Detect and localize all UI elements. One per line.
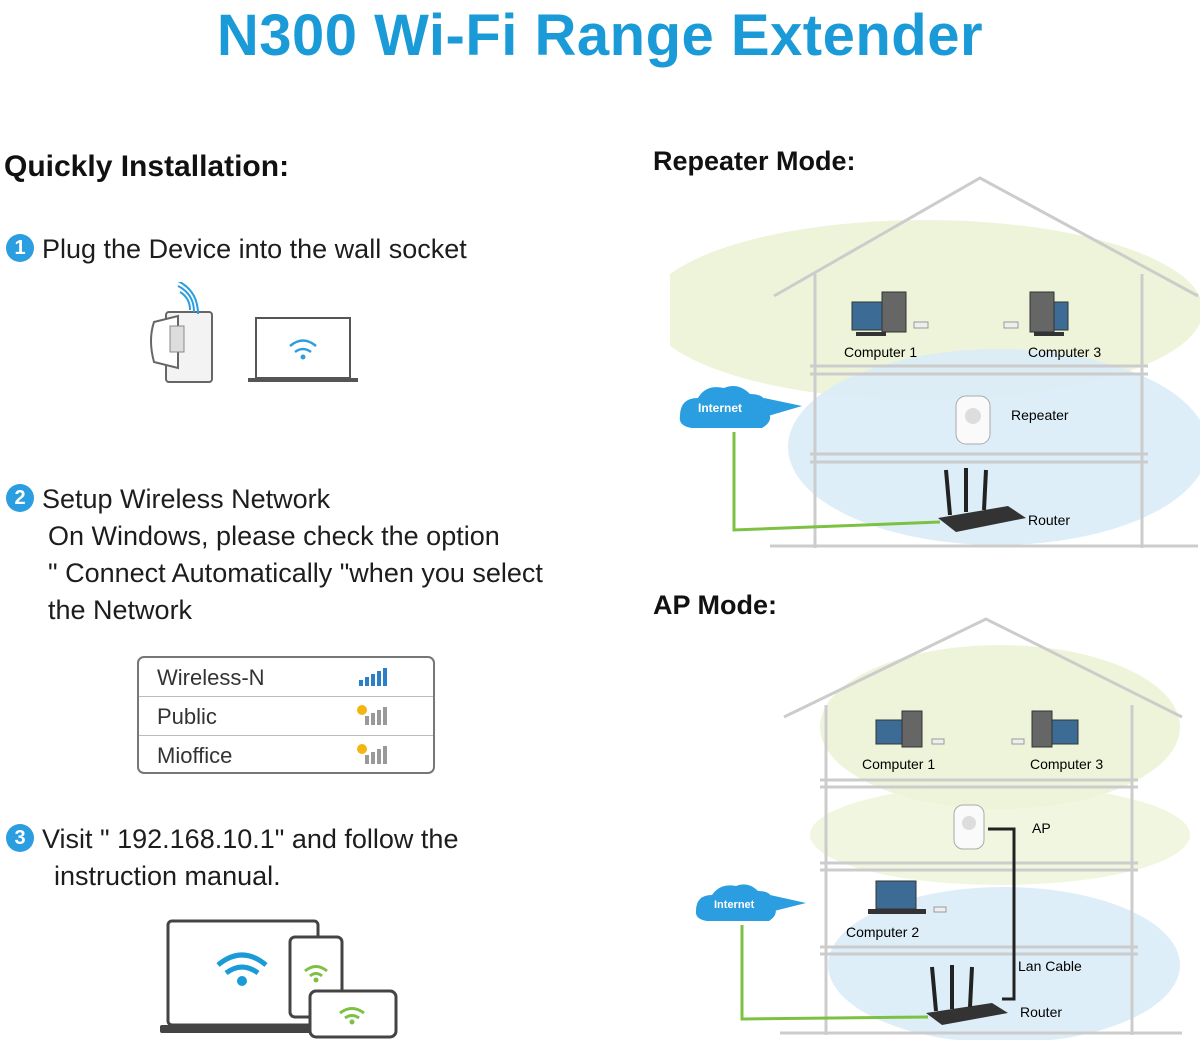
- computer-icon: [1011, 710, 1079, 748]
- internet-cable: [740, 925, 929, 1021]
- ap-label: AP: [1032, 820, 1051, 836]
- secured-signal-icon: [357, 705, 387, 725]
- router-label: Router: [1028, 512, 1070, 528]
- house-outline: [780, 617, 1183, 1035]
- step-2-line-3: " Connect Automatically "when you select: [48, 558, 543, 588]
- wifi-network-row[interactable]: Public: [139, 697, 433, 736]
- wall-plug-icon: [150, 282, 213, 383]
- step-2-line-2: On Windows, please check the option: [48, 521, 500, 551]
- wifi-network-name: Mioffice: [157, 743, 233, 768]
- wifi-network-name: Wireless-N: [157, 665, 265, 690]
- step-2-line-1: Setup Wireless Network: [42, 484, 331, 514]
- wifi-network-row[interactable]: Wireless-N: [139, 658, 433, 697]
- phone-icon: [308, 989, 398, 1039]
- internet-label: Internet: [698, 401, 742, 415]
- step-1-line-1: Plug the Device into the wall socket: [42, 234, 467, 264]
- step-3-line-1: Visit " 192.168.10.1" and follow the: [42, 824, 459, 854]
- lan-cable: [988, 827, 1016, 1001]
- laptop-icon: [868, 880, 947, 914]
- step-2: 2 Setup Wireless Network On Windows, plea…: [6, 481, 543, 629]
- step-number-1: 1: [6, 233, 34, 262]
- laptop-icon: [160, 919, 328, 1033]
- router-icon: [938, 468, 1026, 532]
- step-3: 3 Visit " 192.168.10.1" and follow the in…: [6, 821, 458, 895]
- wifi-network-row[interactable]: Mioffice: [139, 736, 433, 772]
- router-icon: [926, 965, 1008, 1025]
- coverage-zone-blue: [788, 349, 1200, 545]
- step-2-line-4: the Network: [48, 595, 193, 625]
- wifi-network-list: Wireless-N Public Mioffice: [137, 656, 435, 774]
- ap-mode-heading: AP Mode:: [653, 590, 778, 620]
- step-number-3: 3: [6, 823, 34, 852]
- coverage-zone-green: [810, 785, 1190, 885]
- house-outline: [770, 176, 1199, 548]
- internet-label: Internet: [714, 899, 755, 911]
- computer-icon: [851, 291, 929, 336]
- step-number-2: 2: [6, 483, 34, 512]
- repeater-mode-heading: Repeater Mode:: [653, 146, 856, 176]
- internet-cloud-icon: [695, 884, 806, 921]
- coverage-zone-blue: [828, 887, 1180, 1040]
- access-point-device-icon: [953, 804, 985, 850]
- repeater-label: Repeater: [1011, 407, 1069, 423]
- computer-1-label: Computer 1: [844, 344, 917, 360]
- wifi-network-name: Public: [157, 704, 217, 729]
- plug-device-illustration: [150, 282, 358, 383]
- devices-illustration: [160, 919, 398, 1039]
- signal-strength-icon: [359, 668, 387, 686]
- router-label: Router: [1020, 1004, 1062, 1020]
- page-title: N300 Wi-Fi Range Extender: [216, 3, 984, 68]
- secured-signal-icon: [357, 744, 387, 764]
- ap-mode-diagram: Computer 1 Computer 3 AP Computer 2 Lan …: [695, 617, 1190, 1040]
- internet-cable: [732, 432, 941, 532]
- computer-3-label: Computer 3: [1028, 344, 1101, 360]
- laptop-wifi-icon: [248, 317, 358, 382]
- computer-icon: [1003, 291, 1069, 336]
- repeater-device-icon: [955, 395, 991, 445]
- internet-cloud-icon: [679, 386, 802, 428]
- step-1: 1 Plug the Device into the wall socket: [6, 231, 467, 268]
- repeater-mode-diagram: Computer 1 Computer 3 Repeater Router In…: [670, 176, 1200, 548]
- computer-3-label: Computer 3: [1030, 756, 1103, 772]
- computer-1-label: Computer 1: [862, 756, 935, 772]
- computer-icon: [875, 710, 945, 748]
- step-3-line-2: instruction manual.: [54, 861, 281, 891]
- lan-cable-label: Lan Cable: [1018, 958, 1082, 974]
- computer-2-label: Computer 2: [846, 924, 919, 940]
- installation-heading: Quickly Installation:: [4, 150, 290, 183]
- coverage-zone-green: [820, 645, 1180, 809]
